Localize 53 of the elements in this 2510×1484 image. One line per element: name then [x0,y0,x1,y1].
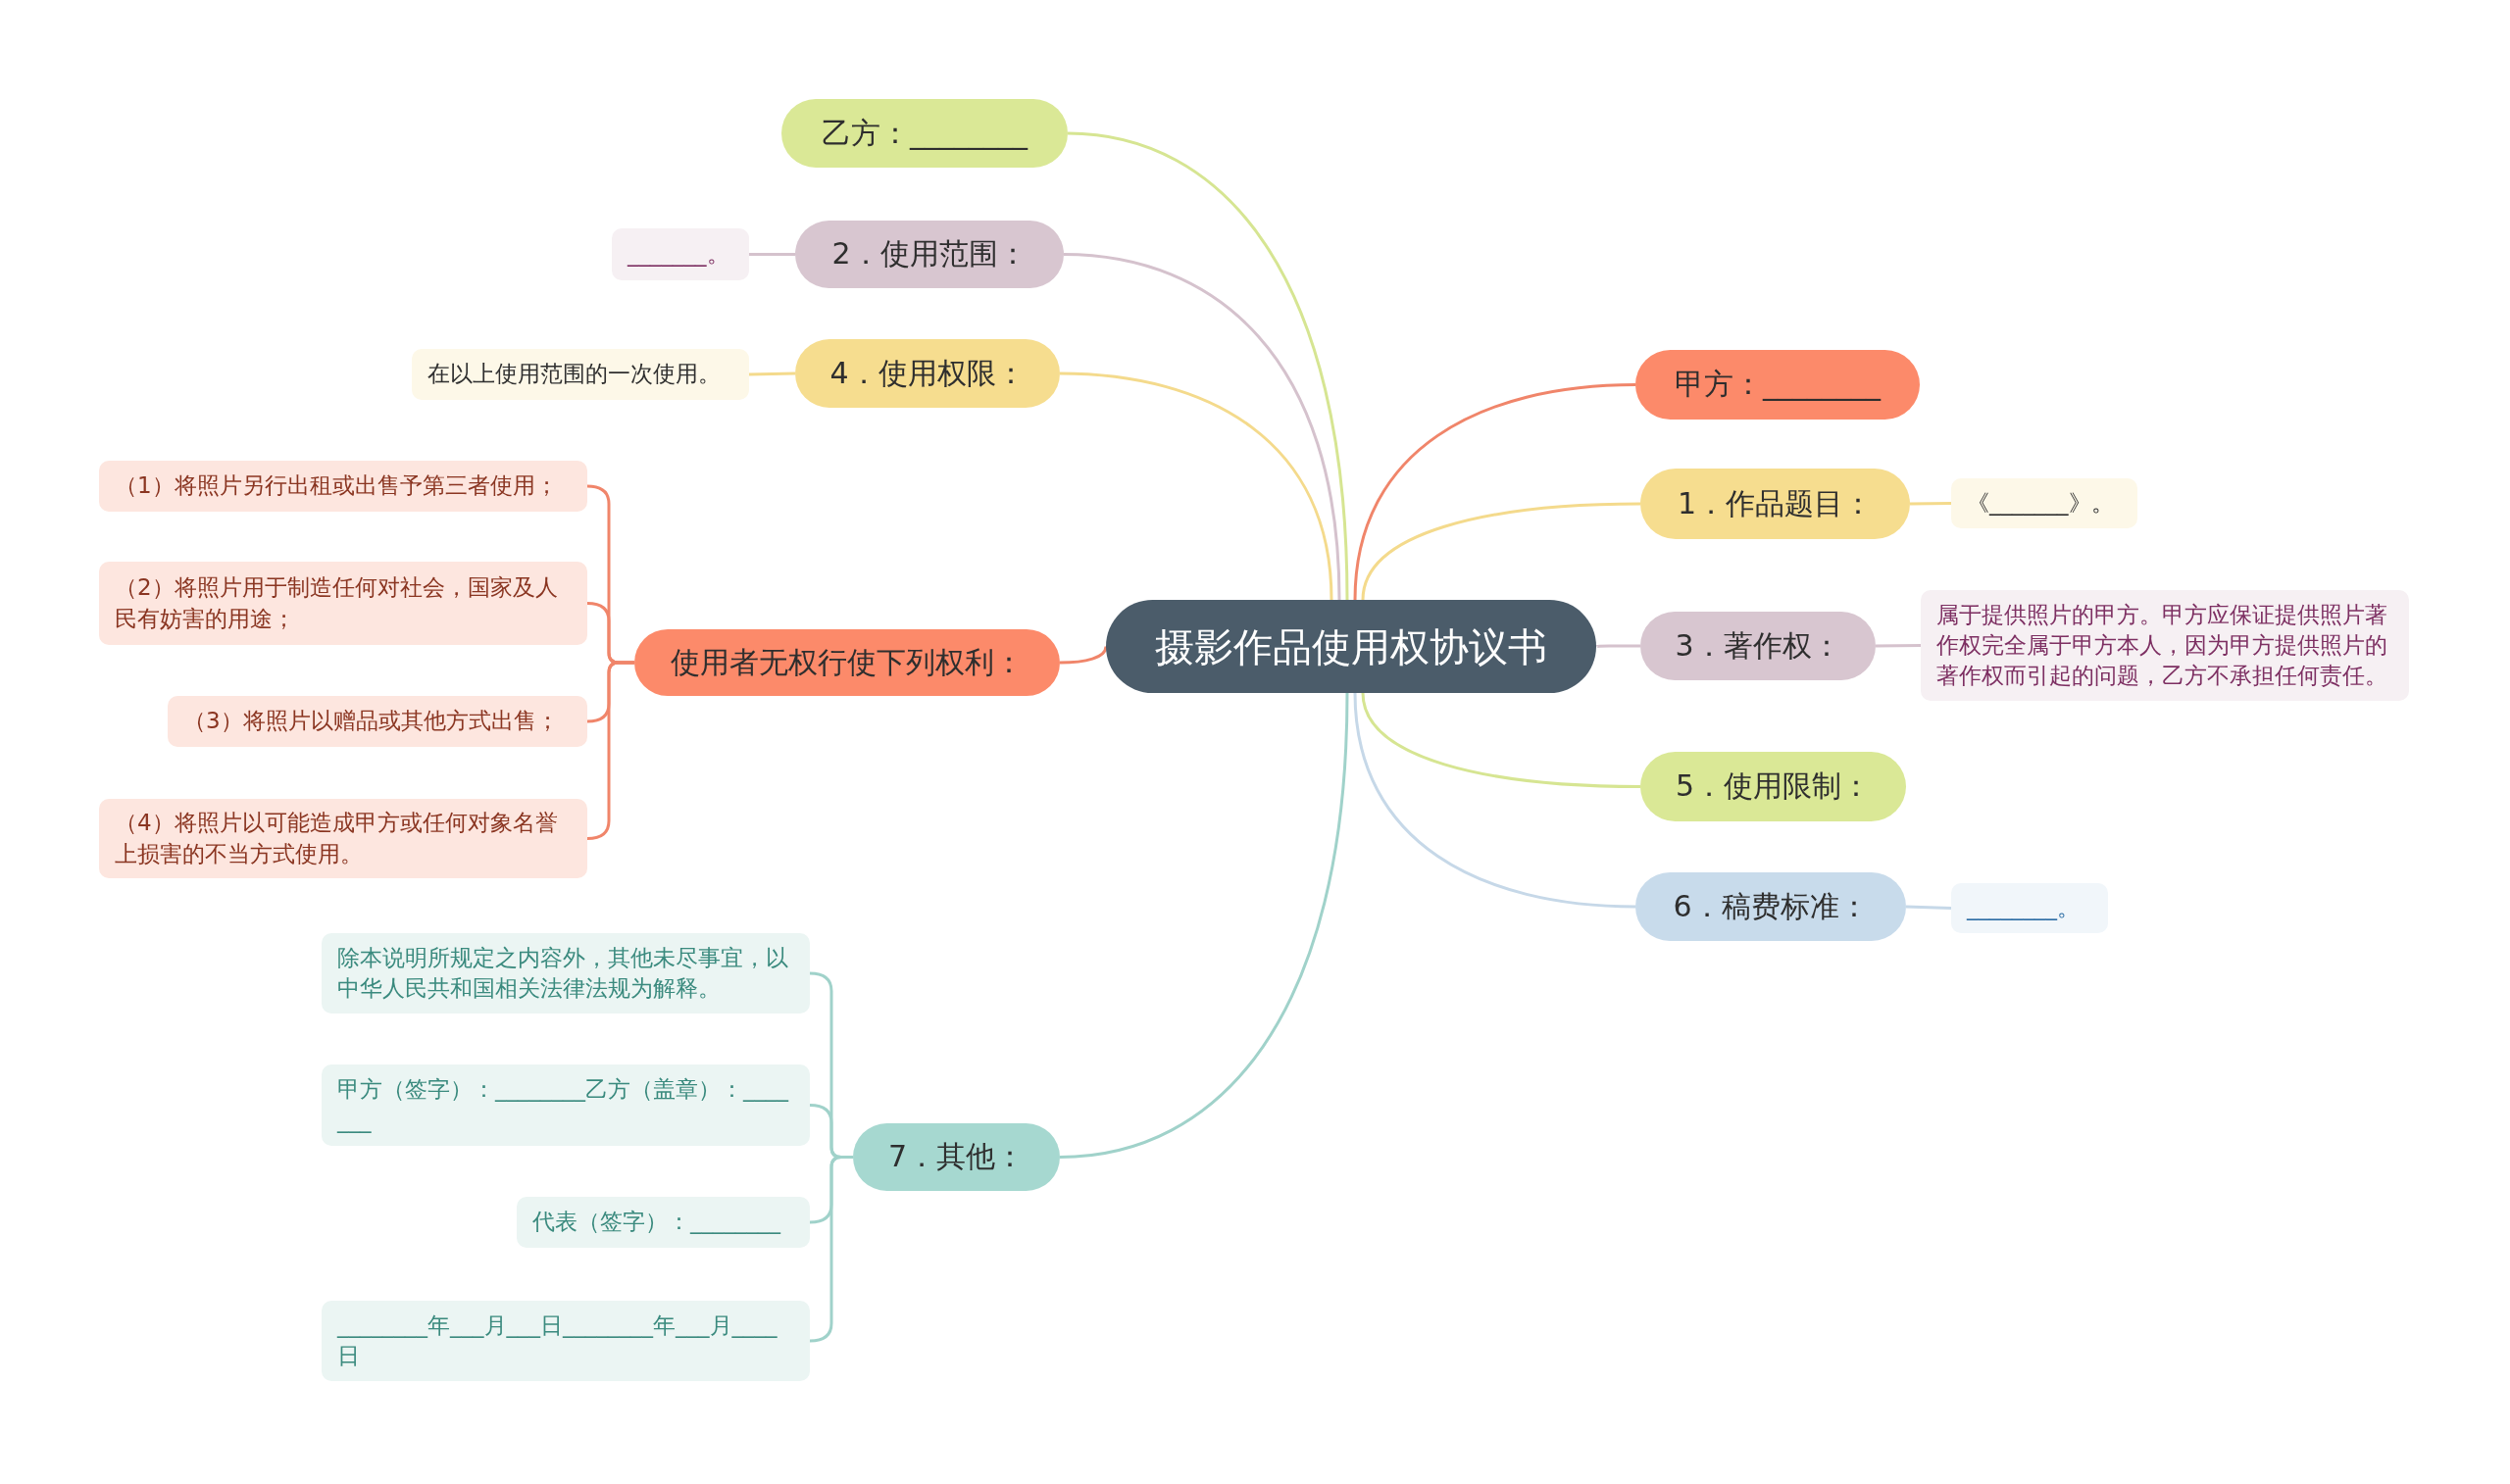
note-text: （3）将照片以赠品或其他方式出售； [183,707,559,736]
branch-connector [1067,131,1349,601]
branch-connector [1910,502,1951,506]
topic-label: 1．作品题目： [1677,484,1874,522]
note-card [322,1301,810,1381]
note-text: 在以上使用范围的一次使用。 [427,360,721,389]
branch-connector [1353,383,1636,601]
topic-label: 3．著作权： [1675,626,1841,665]
note-text: （1）将照片另行出租或出售予第三者使用； [115,471,558,501]
branch-connector [1353,692,1636,909]
topic-label: 乙方：________ [822,114,1028,152]
note-text: _______。 [628,239,729,269]
note-text: 《_______》。 [1967,488,2114,518]
branch-connector [1876,644,1921,648]
note-card [412,349,749,400]
note-card [99,799,587,878]
note-text: 代表（签字）：________ [532,1208,780,1237]
topic-label: 甲方：________ [1675,366,1881,404]
branch-connector [1059,371,1333,601]
branch-connector [1059,692,1349,1159]
branch-connector [809,1156,853,1343]
topic-label: 6．稿费标准： [1673,887,1869,925]
topic-title: 摄影作品使用权协议书 [1155,622,1547,671]
branch-connector [1059,646,1108,665]
note-card [168,696,587,747]
topic-label: 7．其他： [887,1138,1026,1176]
note-card [517,1197,810,1248]
branch-connector [1063,253,1341,601]
note-card [1951,883,2108,933]
topic-label: 使用者无权行使下列权利： [671,643,1024,681]
note-text: ________年___月___日________年___月____日 [337,1311,778,1370]
branch-connector [1905,905,1952,910]
branch-connector [1361,692,1641,788]
note-text: （2）将照片用于制造任何对社会，国家及人民有妨害的用途； [115,573,559,633]
note-text: 属于提供照片的甲方。甲方应保证提供照片著作权完全属于甲方本人，因为甲方提供照片的著作权而引起的问题，乙方不承担任何责任。 [1936,600,2388,690]
note-text: ________。 [1967,893,2080,922]
branch-connector [1595,644,1640,648]
topic-label: 5．使用限制： [1675,767,1872,806]
note-text: 甲方（签字）：________乙方（盖章）：_______ [337,1075,790,1135]
topic-label: 4．使用权限： [829,354,1026,392]
branch-connector [1361,502,1641,601]
note-card [1921,590,2409,701]
note-card [612,228,749,280]
note-card [322,933,810,1014]
topic-label: 2．使用范围： [831,235,1028,273]
note-text: 除本说明所规定之内容外，其他未尽事宜，以中华人民共和国相关法律法规为解释。 [337,943,789,1003]
note-card [322,1064,810,1146]
note-card [99,562,587,645]
note-card [1951,478,2137,528]
note-card [99,461,587,512]
branch-connector [749,253,795,256]
branch-connector [748,371,796,376]
note-text: （4）将照片以可能造成甲方或任何对象名誉上损害的不当方式使用。 [115,809,559,868]
